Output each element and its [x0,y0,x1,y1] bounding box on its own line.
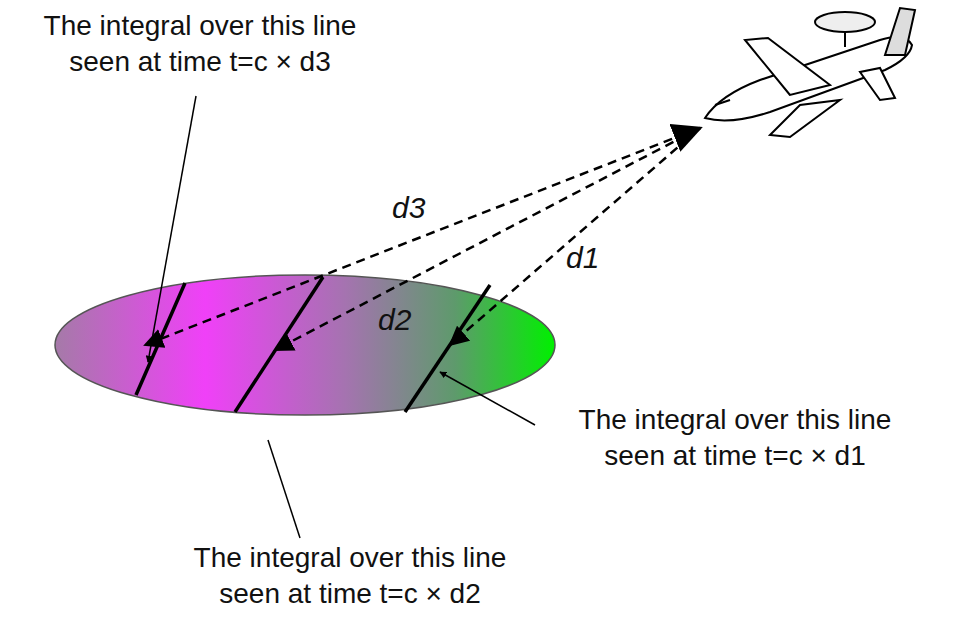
callout-text: The integral over this line seen at time… [545,402,925,475]
range-line [136,283,185,395]
leader-line [148,96,196,362]
distance-label: d2 [378,300,428,339]
range-line [235,277,323,412]
distance-label: d3 [392,188,442,227]
range-ray [450,128,700,345]
leader-line [440,372,535,425]
range-ray [145,128,700,345]
callout-text: The integral over this line seen at time… [15,8,385,81]
callout-text: The integral over this line seen at time… [160,540,540,613]
range-ray [275,128,700,350]
aircraft [705,8,915,137]
leader-line [268,440,300,538]
distance-label: d1 [566,238,616,277]
